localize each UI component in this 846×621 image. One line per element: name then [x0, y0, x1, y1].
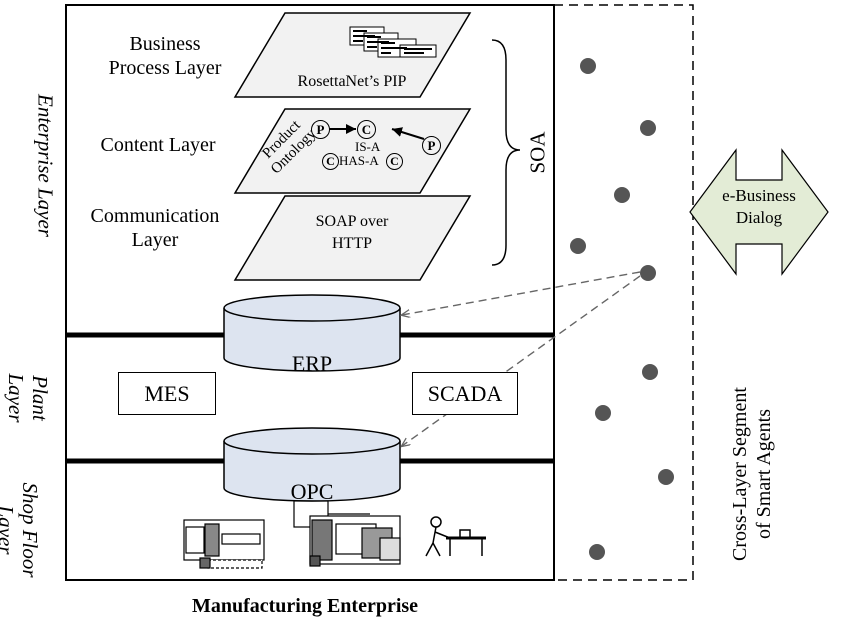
plant-layer-label: Plant Layer	[4, 373, 52, 423]
soa-brace	[491, 39, 521, 266]
agent-dot	[658, 469, 674, 485]
ontology-graph	[328, 124, 425, 140]
ontology-plane	[233, 108, 472, 194]
erp-database	[223, 294, 401, 372]
agent-dot	[640, 120, 656, 136]
scada-box: SCADA	[412, 372, 518, 415]
ontology-node-p2: P	[422, 136, 441, 155]
enterprise-layer-label: Enterprise Layer	[33, 94, 58, 237]
communication-layer-label: Communication Layer	[90, 205, 220, 251]
soap-plane-label: SOAP over HTTP	[315, 213, 389, 252]
erp-label: ERP	[291, 351, 333, 376]
is-a-label: IS-A	[355, 139, 381, 154]
soa-label: SOA	[525, 131, 550, 174]
agent-dot	[589, 544, 605, 560]
agent-dot	[642, 364, 658, 380]
opc-database	[223, 427, 401, 502]
agent-dot	[640, 265, 656, 281]
mes-box: MES	[118, 372, 216, 415]
agent-dot	[580, 58, 596, 74]
agent-to-erp-arrow	[402, 271, 641, 315]
smart-agent-dots	[570, 58, 674, 560]
agent-dot	[570, 238, 586, 254]
agents-dashed-frame	[554, 4, 694, 581]
footer-title: Manufacturing Enterprise	[191, 595, 419, 617]
enterprise-frame	[65, 4, 555, 581]
soap-plane	[233, 195, 472, 281]
shop-floor-layer-label: Shop Floor Layer	[0, 482, 42, 578]
agent-to-opc-arrow	[402, 275, 641, 446]
ontology-node-c2: C	[322, 153, 339, 170]
documents-icon	[349, 26, 437, 58]
ebusiness-dialog-arrow	[689, 148, 829, 276]
lathe-machine-icon	[183, 519, 265, 569]
smart-agents-label: Cross-Layer Segment of Smart Agents	[729, 387, 775, 561]
agent-dot	[595, 405, 611, 421]
opc-label: OPC	[290, 479, 334, 504]
business-process-layer-label: Business Process Layer	[108, 33, 222, 79]
content-layer-label: Content Layer	[100, 134, 216, 156]
pip-plane	[233, 12, 472, 98]
ebusiness-dialog-label: e-Business Dialog	[722, 186, 796, 227]
ontology-node-c3: C	[386, 153, 403, 170]
ontology-node-c1: C	[357, 120, 376, 139]
ontology-node-p1: P	[311, 120, 330, 139]
agent-dot	[614, 187, 630, 203]
pip-plane-label: RosettaNet’s PIP	[297, 73, 407, 90]
worker-station-icon	[425, 516, 486, 557]
milling-machine-icon	[309, 515, 401, 567]
has-a-label: HAS-A	[339, 153, 379, 168]
